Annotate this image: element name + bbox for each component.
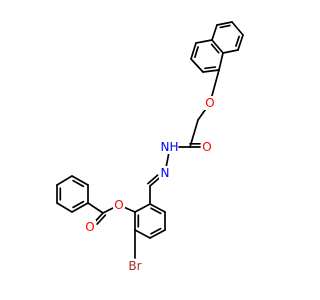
bond-c-ocarbonyl: [93, 212, 104, 223]
bond-naph-a-n4a-n8a: [211, 39, 224, 54]
bond-n-ch-imine-second: [147, 174, 159, 185]
bond-ring-c3-c4: [134, 229, 151, 239]
bond-benz-b5-b6: [71, 175, 89, 186]
bond-layer: [56, 21, 244, 259]
bond-naph-a-n8a-n1: [218, 52, 224, 71]
atom-bg-nh: [162, 140, 178, 154]
bond-ring-c4-c5: [149, 229, 166, 239]
atom-label-layer: O N H N O O O Br: [84, 96, 216, 273]
atom-label-n-imine: N: [161, 166, 170, 180]
bond-ch2-camide: [189, 119, 199, 148]
atom-label-o-ester: O: [114, 198, 123, 212]
atom-label-o-amide: O: [202, 140, 211, 154]
bond-naph-b-n6-n7: [231, 21, 244, 36]
bond-naph-a-n1-n2: [202, 69, 220, 73]
atom-label-o-ether: O: [205, 96, 214, 110]
bond-naph-a-n4-n4a: [195, 39, 213, 44]
atom-label-br: Br: [128, 259, 141, 273]
bond-c-benzoyl: [87, 202, 104, 214]
bond-benz-b4-b5: [56, 175, 73, 186]
atom-bg-o-carbonyl: [84, 220, 96, 234]
bond-naph-o: [210, 69, 220, 98]
bond-n-ch-imine: [149, 176, 161, 187]
structure-diagram: O N H N O O O Br: [56, 21, 244, 273]
bond-benz-b2-b3: [56, 202, 73, 213]
bond-naph-a-inner-1: [204, 66, 217, 70]
bond-naph-b-n8-n8a: [222, 49, 239, 54]
bond-naph-a-inner-2: [194, 46, 199, 59]
bond-benz-b1-b2: [71, 202, 89, 213]
bond-ring-c1-c2: [134, 203, 151, 213]
bond-naph-a-n2-n3: [190, 58, 204, 73]
bond-oester-c: [102, 207, 114, 214]
bond-nh-n: [165, 153, 170, 167]
atom-label-o-carbonyl: O: [85, 220, 94, 234]
bond-naph-b-inner-2: [235, 35, 240, 47]
molecule-svg: O N H N O O O Br: [56, 21, 244, 273]
atom-bg-o-ether: [204, 96, 216, 110]
atom-bg-br: [125, 259, 145, 273]
bond-ring-oester: [124, 206, 136, 213]
bond-naph-b-n4a-n5: [211, 24, 218, 41]
atom-label-nh-n: N: [161, 140, 170, 154]
bond-ring-c6-c1: [149, 203, 166, 213]
bond-benz-inner-3: [72, 179, 85, 188]
bond-ring-inner-3: [150, 207, 162, 215]
bond-naph-a-n3-n4: [190, 42, 197, 60]
atom-bg-n-imine: [159, 166, 171, 180]
atom-bg-o-ester: [113, 198, 125, 212]
bond-benz-inner-1: [72, 200, 85, 209]
bond-ring-inner-2: [150, 227, 162, 235]
bond-naph-a-inner-3: [210, 43, 220, 54]
bond-c-ocarbonyl-second: [96, 214, 107, 225]
atom-bg-o-amide: [201, 140, 213, 154]
atom-label-nh-h: H: [169, 140, 178, 154]
bond-o-ch2: [197, 107, 207, 121]
bond-naph-b-inner-1: [219, 24, 231, 29]
bond-naph-b-n5-n6: [216, 21, 233, 26]
bond-naph-b-n7-n8: [237, 34, 244, 51]
